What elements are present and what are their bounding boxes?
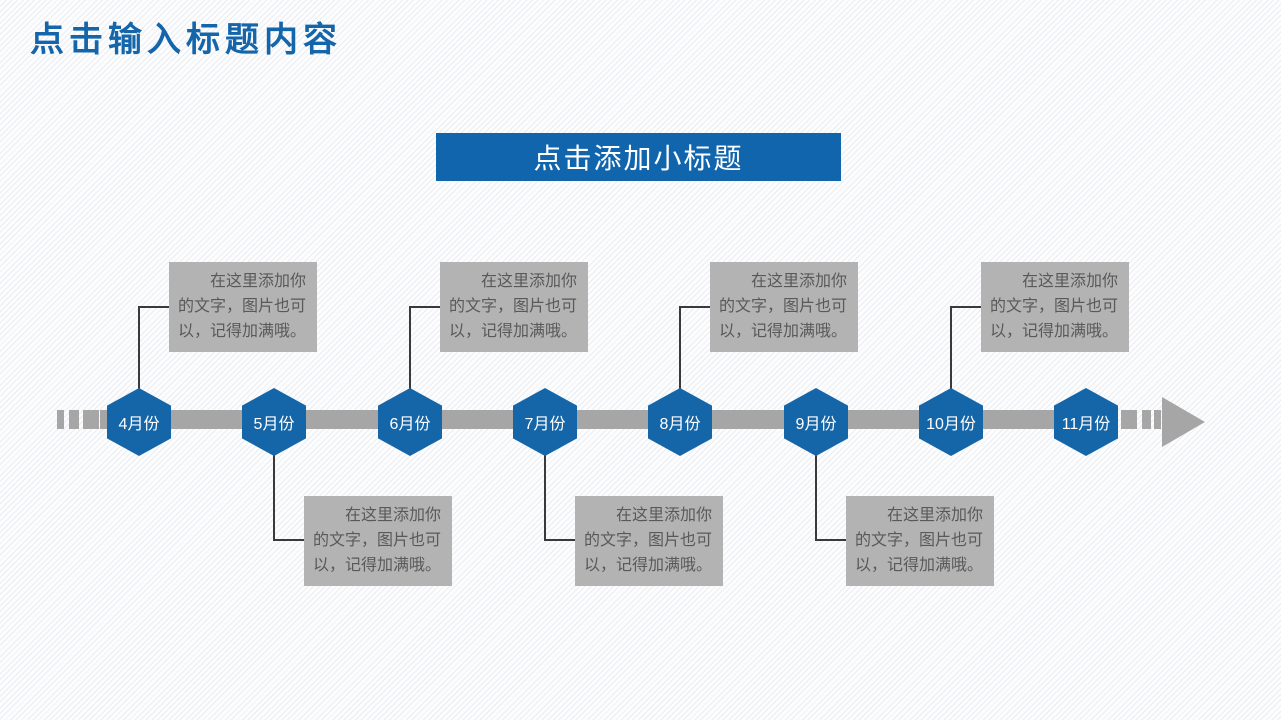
note-box-6[interactable]: 在这里添加你的文字，图片也可以，记得加满哦。 — [846, 496, 994, 586]
connector-line-vertical — [679, 307, 681, 390]
connector-line-vertical — [815, 453, 817, 541]
connector-line-vertical — [544, 453, 546, 541]
milestone-label: 10月份 — [926, 416, 976, 433]
timeline-dash — [57, 410, 64, 429]
timeline-dash — [1154, 410, 1161, 429]
note-box-1[interactable]: 在这里添加你的文字，图片也可以，记得加满哦。 — [169, 262, 317, 352]
milestone-label: 11月份 — [1061, 416, 1111, 433]
note-text: 在这里添加你的文字，图片也可以，记得加满哦。 — [719, 273, 848, 340]
connector-line-horizontal — [544, 539, 576, 541]
note-box-3[interactable]: 在这里添加你的文字，图片也可以，记得加满哦。 — [440, 262, 588, 352]
timeline-dash — [1142, 410, 1151, 429]
note-text: 在这里添加你的文字，图片也可以，记得加满哦。 — [855, 507, 984, 574]
note-box-2[interactable]: 在这里添加你的文字，图片也可以，记得加满哦。 — [304, 496, 452, 586]
timeline-dash — [69, 410, 79, 429]
connector-line-horizontal — [409, 306, 441, 308]
timeline-arrow-icon — [1162, 397, 1205, 447]
note-text: 在这里添加你的文字，图片也可以，记得加满哦。 — [449, 273, 578, 340]
timeline-milestone-hex-5[interactable]: 8月份 — [648, 388, 712, 456]
milestone-label: 5月份 — [253, 416, 295, 433]
connector-line-vertical — [409, 307, 411, 390]
timeline-milestone-hex-6[interactable]: 9月份 — [784, 388, 848, 456]
timeline-milestone-hex-1[interactable]: 4月份 — [107, 388, 171, 456]
connector-line-horizontal — [679, 306, 711, 308]
timeline-bar — [100, 410, 1118, 429]
connector-line-vertical — [273, 453, 275, 541]
timeline-milestone-hex-3[interactable]: 6月份 — [378, 388, 442, 456]
connector-line-horizontal — [950, 306, 982, 308]
note-box-5[interactable]: 在这里添加你的文字，图片也可以，记得加满哦。 — [710, 262, 858, 352]
timeline-milestone-hex-7[interactable]: 10月份 — [919, 388, 983, 456]
connector-line-horizontal — [273, 539, 305, 541]
connector-line-vertical — [950, 307, 952, 390]
note-box-4[interactable]: 在这里添加你的文字，图片也可以，记得加满哦。 — [575, 496, 723, 586]
milestone-label: 7月份 — [524, 416, 566, 433]
timeline-milestone-hex-8[interactable]: 11月份 — [1054, 388, 1118, 456]
note-text: 在这里添加你的文字，图片也可以，记得加满哦。 — [313, 507, 442, 574]
timeline-dash — [83, 410, 99, 429]
subtitle-banner[interactable]: 点击添加小标题 — [436, 133, 841, 181]
connector-line-horizontal — [138, 306, 170, 308]
milestone-label: 4月份 — [118, 416, 160, 433]
connector-line-horizontal — [815, 539, 847, 541]
connector-line-vertical — [138, 307, 140, 390]
timeline-milestone-hex-2[interactable]: 5月份 — [242, 388, 306, 456]
note-box-7[interactable]: 在这里添加你的文字，图片也可以，记得加满哦。 — [981, 262, 1129, 352]
timeline-dash — [1121, 410, 1137, 429]
milestone-label: 9月份 — [795, 416, 837, 433]
note-text: 在这里添加你的文字，图片也可以，记得加满哦。 — [584, 507, 713, 574]
timeline-milestone-hex-4[interactable]: 7月份 — [513, 388, 577, 456]
slide-title[interactable]: 点击输入标题内容 — [30, 21, 342, 59]
note-text: 在这里添加你的文字，图片也可以，记得加满哦。 — [990, 273, 1119, 340]
milestone-label: 8月份 — [659, 416, 701, 433]
note-text: 在这里添加你的文字，图片也可以，记得加满哦。 — [178, 273, 307, 340]
milestone-label: 6月份 — [389, 416, 431, 433]
